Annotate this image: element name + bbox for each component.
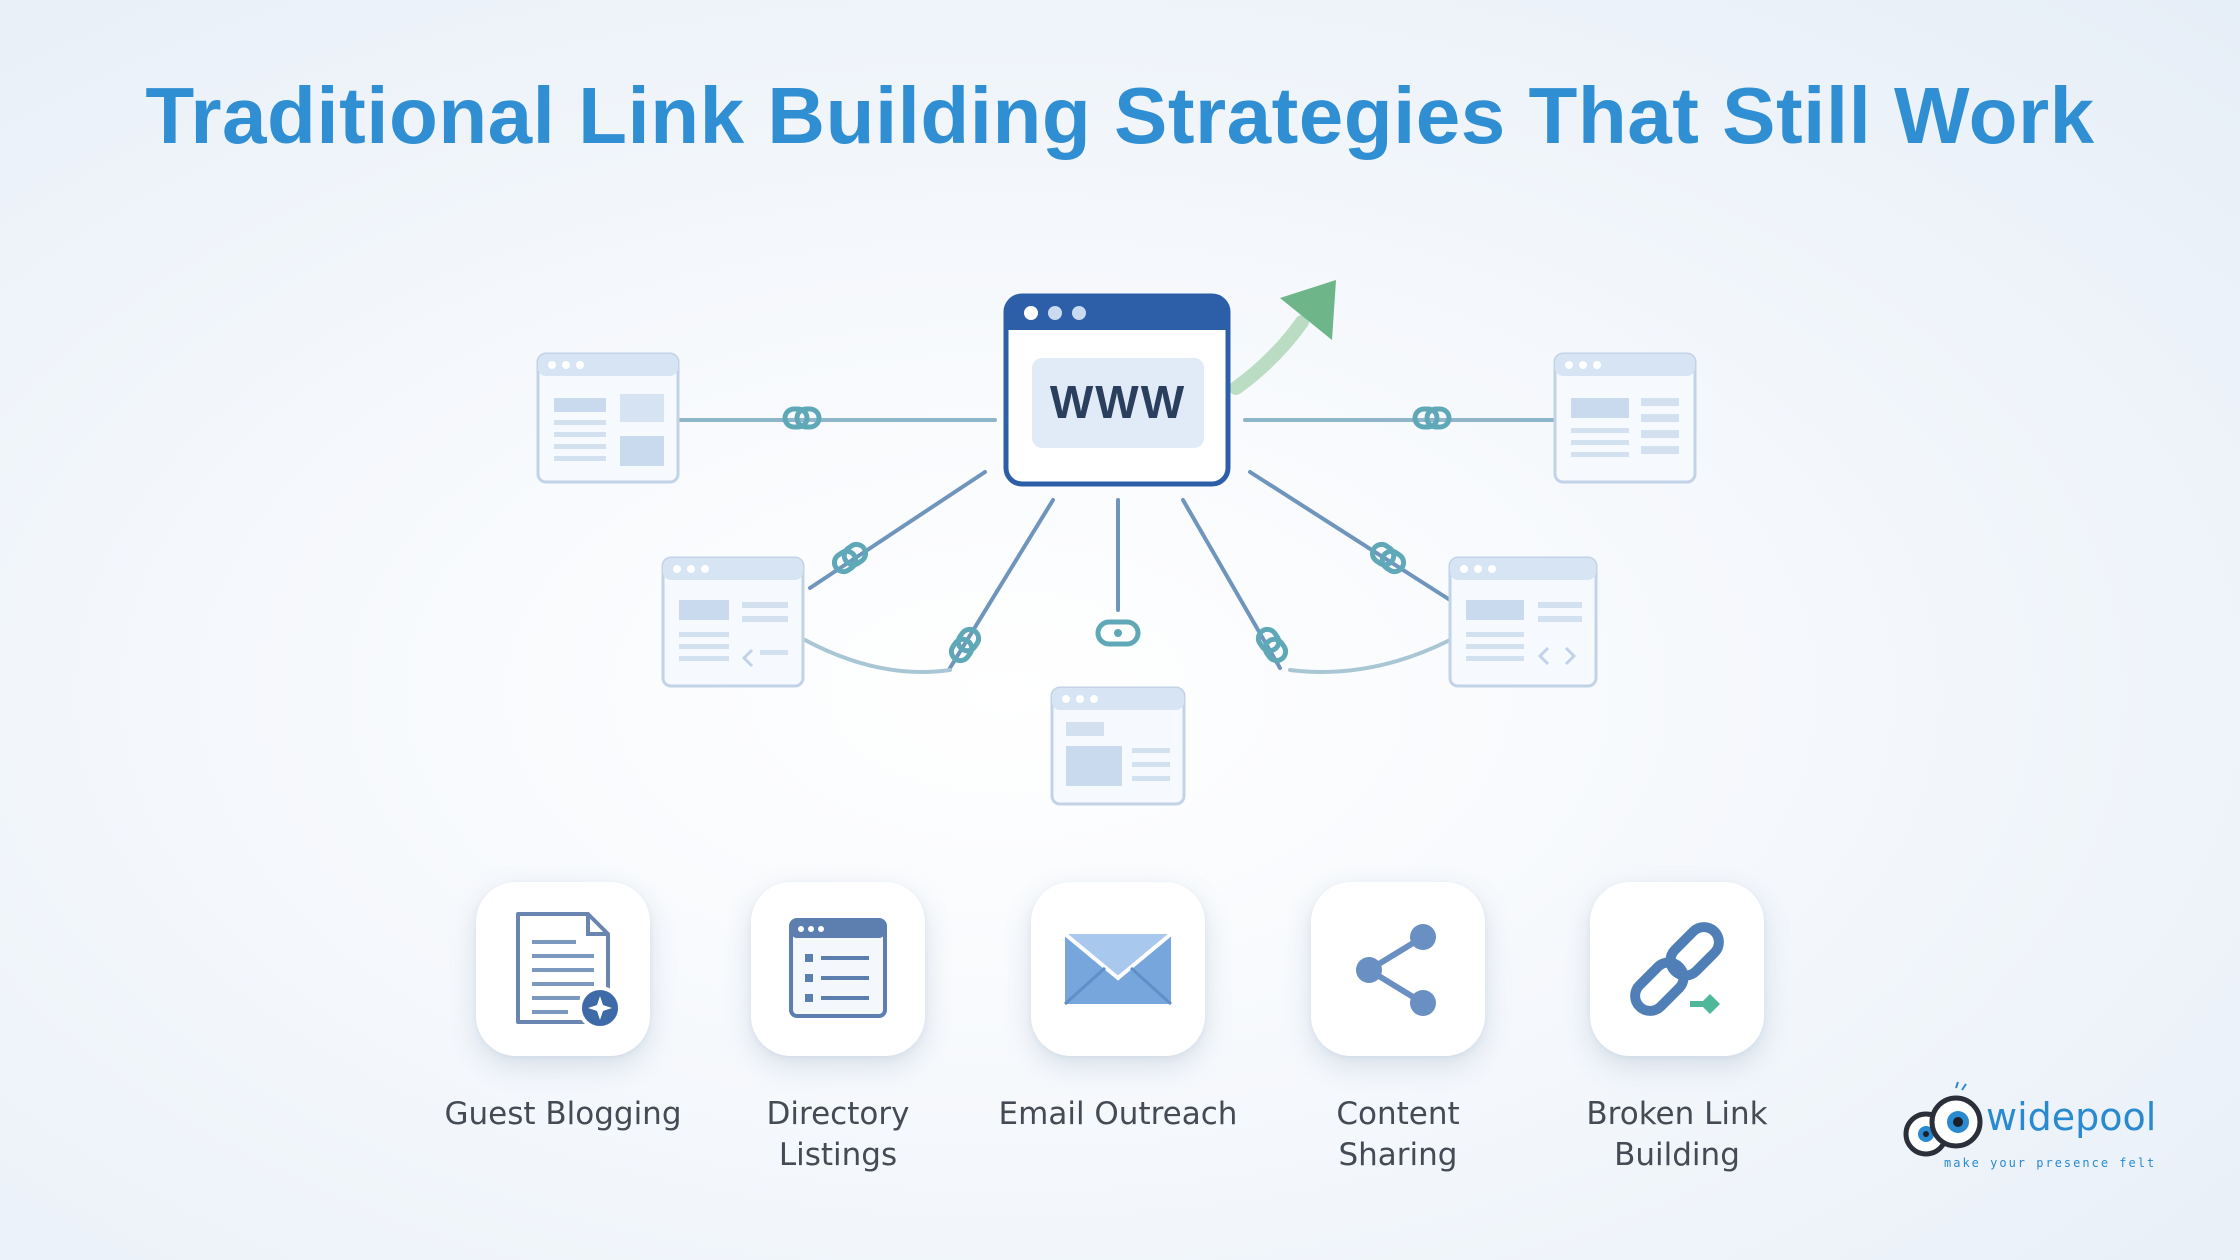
- broken-link-icon: [1630, 922, 1724, 1016]
- directory-listings-card[interactable]: [751, 882, 925, 1056]
- webpage-window-bottom: [1050, 686, 1186, 806]
- chain-link-icon: [831, 541, 869, 575]
- document-icon: [516, 912, 622, 1030]
- webpage-window-right-top: [1553, 352, 1697, 484]
- envelope-icon: [1063, 932, 1173, 1006]
- content-sharing-card[interactable]: [1311, 882, 1485, 1056]
- broken-link-building-card[interactable]: [1590, 882, 1764, 1056]
- share-icon: [1356, 924, 1436, 1016]
- webpage-window-left-top: [536, 352, 680, 484]
- directory-list-icon: [789, 918, 887, 1018]
- strategy-label-email-outreach: Email Outreach: [998, 1096, 1238, 1132]
- hub-label: WWW: [1050, 376, 1186, 428]
- connection-lines: [678, 418, 1557, 674]
- webpage-window-left-middle: [661, 556, 805, 688]
- widepool-logo: widepool make your presence felt: [1900, 1080, 2160, 1190]
- www-hub-window: WWW: [1003, 293, 1231, 487]
- chain-link-icon: [1095, 619, 1141, 647]
- chain-link-icon: [1255, 626, 1289, 664]
- strategy-label-guest-blogging: Guest Blogging: [444, 1096, 682, 1132]
- brand-tagline: make your presence felt: [1944, 1156, 2157, 1170]
- page-title: Traditional Link Building Strategies Tha…: [145, 71, 2095, 160]
- email-outreach-card[interactable]: [1031, 882, 1205, 1056]
- brand-name: widepool: [1986, 1095, 2157, 1139]
- widepool-eye-logo-icon: [1903, 1081, 1983, 1157]
- webpage-window-right-middle: [1448, 556, 1598, 688]
- guest-blogging-card[interactable]: [476, 882, 650, 1056]
- growth-arrow-icon: [1229, 280, 1336, 395]
